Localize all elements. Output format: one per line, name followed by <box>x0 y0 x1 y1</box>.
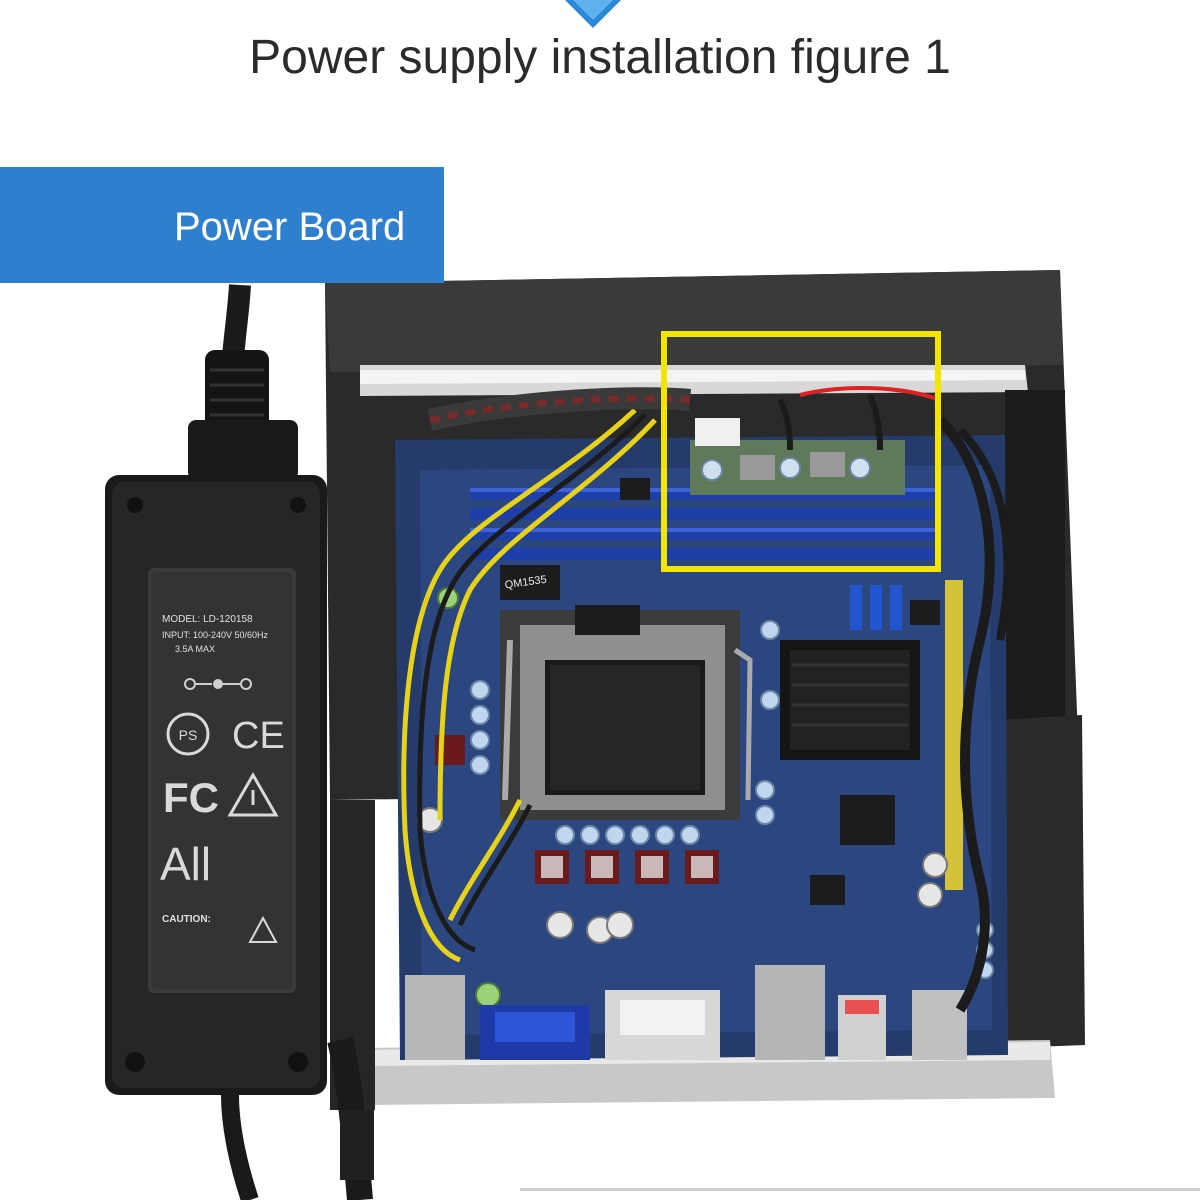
ic-chips <box>500 478 940 905</box>
adapter-current: 3.5A MAX <box>175 644 215 654</box>
down-arrow-icon <box>565 0 621 28</box>
chipset-heatsink <box>780 640 920 760</box>
footer-divider <box>520 1188 1200 1191</box>
warning-triangle-icon <box>227 771 279 817</box>
caution-triangle-icon <box>248 915 278 943</box>
page-title: Power supply installation figure 1 <box>249 31 951 84</box>
solid-capacitors <box>417 587 948 1008</box>
capacitors <box>470 620 994 979</box>
power-board-label-banner: Power Board <box>0 167 444 283</box>
sata-ports <box>850 585 902 630</box>
motherboard: QM1535 <box>395 435 1008 1060</box>
pcie-slot <box>945 580 963 890</box>
board-silkscreen: QM1535 <box>504 574 547 592</box>
power-board-label: Power Board <box>174 205 406 249</box>
power-cable-top <box>188 284 298 480</box>
fc-mark: FC <box>163 774 219 821</box>
all-mark: All <box>160 838 211 890</box>
power-adapter: PS <box>105 475 327 1095</box>
cpu-socket <box>500 610 753 820</box>
adapter-input: INPUT: 100-240V 50/60Hz <box>162 630 269 640</box>
pse-mark-icon: PS <box>166 712 210 756</box>
power-board <box>690 393 905 495</box>
cables <box>401 386 1012 1013</box>
dc-cable <box>221 1036 374 1200</box>
adapter-caution: CAUTION: <box>162 914 211 925</box>
polarity-symbol-icon <box>184 678 252 690</box>
vrm-chokes <box>435 735 719 884</box>
svg-text:PS: PS <box>179 727 198 743</box>
power-board-highlight <box>661 331 941 572</box>
rear-io-ports <box>405 965 967 1060</box>
adapter-model: MODEL: LD-120158 <box>162 614 253 625</box>
ce-mark: CE <box>232 715 285 757</box>
